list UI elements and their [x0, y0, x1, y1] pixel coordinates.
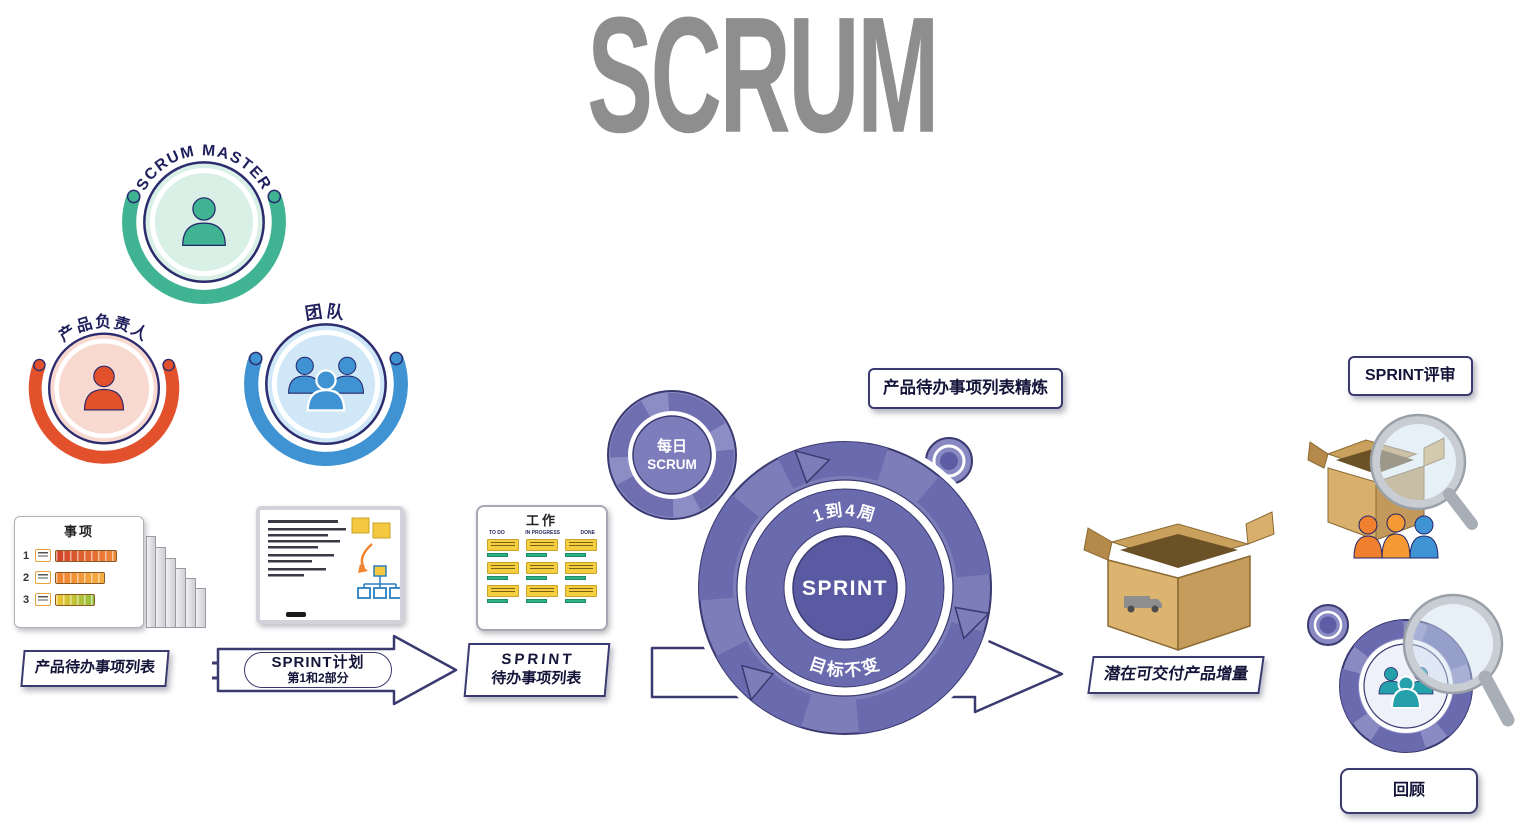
- marker-icon: [286, 612, 306, 617]
- page-title: SCRUM: [587, 0, 939, 167]
- board-header: 工作: [525, 513, 558, 528]
- task-card: [526, 562, 558, 580]
- magnifier-icon: [1402, 593, 1515, 727]
- task-card: [565, 539, 597, 557]
- person-icon: [83, 365, 125, 411]
- retrospective-label: 回顾: [1340, 768, 1478, 814]
- task-card: [487, 585, 519, 603]
- sticky-notes-icon: [351, 517, 391, 539]
- sprint-center-label: SPRINT: [802, 577, 888, 600]
- daily-scrum-circle: 每日 SCRUM: [602, 385, 742, 525]
- daily-scrum-line2: SCRUM: [647, 457, 697, 472]
- column-in-progress: IN PROGRESS: [525, 530, 561, 536]
- loop-arrowhead: [954, 606, 991, 640]
- row-number: 3: [22, 593, 30, 606]
- daily-scrum-line1: 每日: [657, 437, 687, 455]
- text-lines: [268, 520, 346, 577]
- truck-icon: [1124, 596, 1162, 613]
- backlog-cascade-bars: [146, 536, 206, 628]
- team-badge: 团队: [244, 301, 408, 466]
- sprint-cycle: 1到4周 目标不变 SPRINT 每日 SCRUM: [602, 385, 1064, 741]
- sprint-loop: 1到4周 目标不变 SPRINT: [692, 435, 998, 741]
- sticky-grid: [482, 538, 602, 604]
- planning-subtitle: 第1和2部分: [287, 670, 349, 685]
- task-card: [526, 585, 558, 603]
- product-backlog-panel: 事项 1 2 3: [14, 516, 144, 628]
- task-card: [526, 539, 558, 557]
- team-label: 团队: [304, 301, 346, 324]
- column-done: DONE: [580, 530, 595, 536]
- item-card-icon: [35, 593, 51, 606]
- retrospective-graphic: [1304, 593, 1515, 758]
- task-card: [565, 562, 597, 580]
- team-people-icon: [288, 356, 364, 412]
- item-card-icon: [35, 571, 51, 584]
- board-columns: TO DO IN PROGRESS DONE: [482, 529, 602, 538]
- row-number: 1: [22, 549, 30, 562]
- item-card-icon: [35, 549, 51, 562]
- task-card: [487, 539, 519, 557]
- sprint-review-label: SPRINT评审: [1348, 356, 1473, 396]
- svg-text:团队: 团队: [304, 301, 349, 324]
- sprint-backlog-board: 工作 TO DO IN PROGRESS DONE: [476, 505, 608, 631]
- backlog-refinement-label: 产品待办事项列表精炼: [868, 368, 1063, 409]
- backlog-row: 2: [21, 571, 137, 584]
- planning-title: SPRINT计划: [271, 654, 365, 672]
- increment-label: 潜在可交付产品增量: [1087, 656, 1265, 694]
- task-card: [487, 562, 519, 580]
- whiteboard-content: [268, 517, 403, 617]
- sprint-backlog-label: SPRINT 待办事项列表: [463, 643, 611, 697]
- backlog-panel-header: 事项: [63, 524, 94, 539]
- loop-arrowhead: [740, 664, 775, 702]
- curved-arrow-icon: [358, 543, 373, 573]
- backlog-row: 1: [21, 549, 137, 562]
- loop-arrowhead: [793, 449, 831, 485]
- backlog-row: 3: [21, 593, 137, 606]
- person-icon: [182, 197, 226, 246]
- scrum-master-badge: SCRUM MASTER: [122, 140, 286, 304]
- shipping-box-icon: [1083, 511, 1275, 652]
- flowchart-icon: [357, 565, 403, 599]
- satellite-circle: [1304, 601, 1352, 649]
- sprint-planning-arrow: SPRINT计划 第1和2部分: [212, 633, 462, 707]
- product-backlog-label: 产品待办事项列表: [20, 650, 170, 687]
- sprint-planning-label: SPRINT计划 第1和2部分: [244, 652, 392, 688]
- column-todo: TO DO: [489, 530, 505, 536]
- sprint-review-graphic: [1307, 413, 1478, 559]
- task-card: [565, 585, 597, 603]
- planning-whiteboard: [256, 506, 404, 624]
- magnifier-icon: [1369, 413, 1478, 530]
- stakeholders-icon: [1353, 513, 1439, 559]
- priority-bar: [55, 549, 117, 562]
- priority-bar: [55, 593, 95, 606]
- product-owner-badge: 产品负责人: [28, 312, 180, 464]
- row-number: 2: [22, 571, 30, 584]
- priority-bar: [55, 571, 105, 584]
